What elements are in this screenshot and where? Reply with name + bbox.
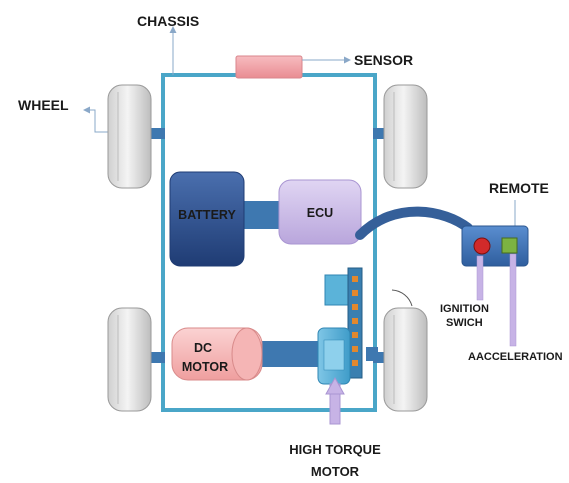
dc-motor-label-line2: MOTOR <box>182 360 228 374</box>
battery-ecu-connector <box>242 201 282 229</box>
axle-rear-right <box>373 352 385 363</box>
high-torque-motor-icon <box>317 327 351 385</box>
gear-icon <box>324 267 363 379</box>
wheel-icon <box>383 307 428 412</box>
wheel-icon <box>107 84 152 189</box>
drive-shaft-right <box>366 347 378 361</box>
acceleration-button[interactable] <box>501 237 518 254</box>
axle-front-left <box>151 128 165 139</box>
high-torque-label-line1: HIGH TORQUE <box>289 442 381 457</box>
chassis-label: CHASSIS <box>137 13 199 29</box>
high-torque-pointer-head <box>325 376 345 395</box>
wheel-pointer <box>83 106 112 133</box>
acceleration-label: AACCELERATION <box>468 351 563 363</box>
ignition-pointer <box>476 255 484 301</box>
sensor-icon <box>235 55 303 79</box>
sensor-label: SENSOR <box>354 52 413 68</box>
wheel-label: WHEEL <box>18 97 69 113</box>
dc-motor-label-line1: DC <box>194 341 212 355</box>
battery-icon <box>169 171 245 267</box>
ecu-label: ECU <box>307 206 333 220</box>
axle-front-right <box>373 128 385 139</box>
ignition-label-line1: IGNITION <box>440 303 489 315</box>
dc-motor-icon <box>171 327 263 381</box>
drive-shaft <box>262 341 324 367</box>
ecu-remote-cable <box>355 206 473 240</box>
battery-label: BATTERY <box>178 208 236 222</box>
wheel-icon <box>107 307 152 412</box>
wheel-icon <box>383 84 428 189</box>
ignition-label-line2: SWICH <box>446 317 483 329</box>
high-torque-label-line2: MOTOR <box>311 464 360 479</box>
remote-icon <box>461 225 529 267</box>
axle-rear-left <box>151 352 165 363</box>
ignition-button[interactable] <box>473 237 491 255</box>
ecu-icon <box>278 179 362 245</box>
rotation-arc <box>391 289 413 307</box>
remote-label: REMOTE <box>489 180 549 196</box>
acceleration-pointer <box>509 253 517 347</box>
